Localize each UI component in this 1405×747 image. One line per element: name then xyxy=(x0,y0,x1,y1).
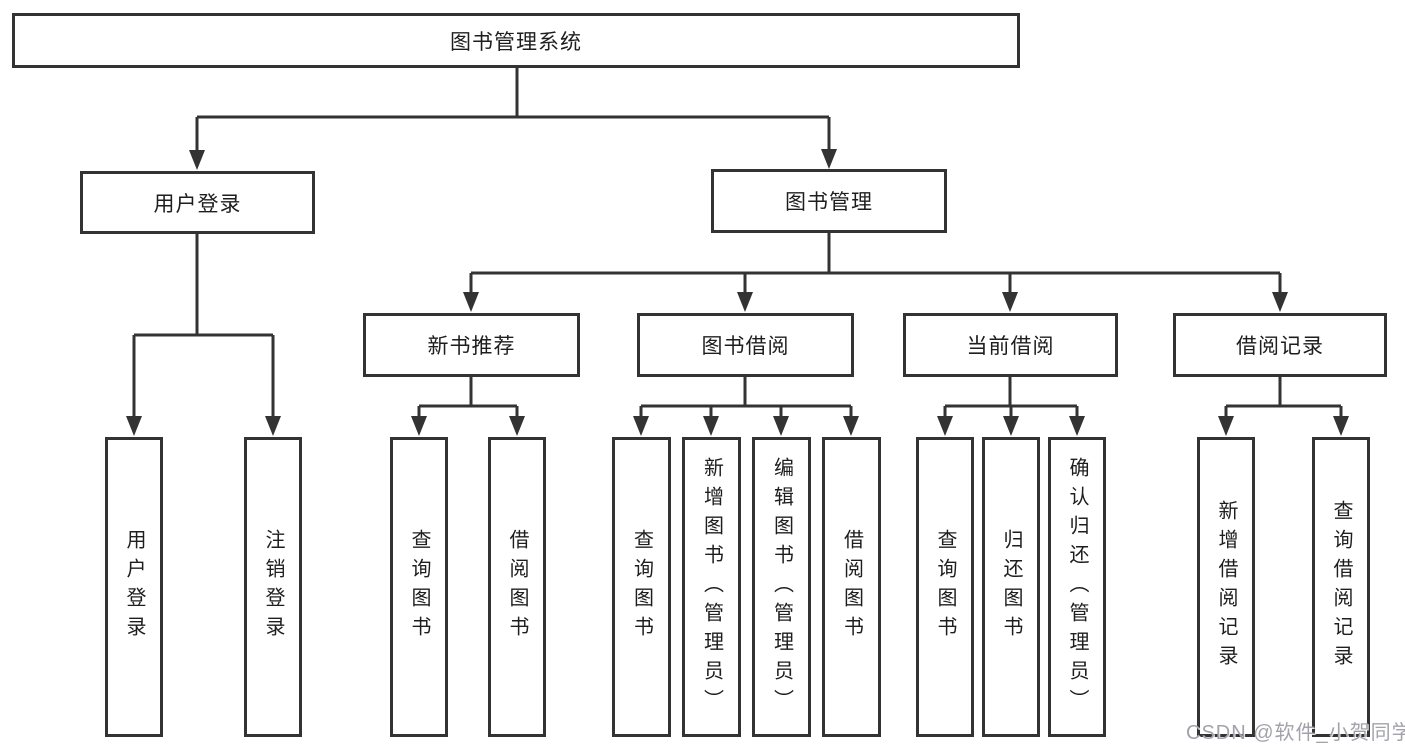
node-label: 查询图书 xyxy=(408,529,430,645)
connector-new-book-recommend-children xyxy=(411,377,525,436)
arrow-down-icon xyxy=(509,416,525,436)
arrow-down-icon xyxy=(773,416,789,436)
node-query-books-2: 查询图书 xyxy=(612,437,671,737)
connector-root-to-level2 xyxy=(189,68,837,170)
node-label: 借阅图书 xyxy=(506,529,528,645)
node-label: 编辑图书（管理员） xyxy=(770,456,793,718)
arrow-down-icon xyxy=(189,150,205,170)
node-query-borrow-record: 查询借阅记录 xyxy=(1312,437,1370,737)
node-label: 借阅记录 xyxy=(1236,335,1324,358)
arrow-down-icon xyxy=(1333,416,1349,436)
arrow-down-icon xyxy=(265,416,281,436)
node-borrowing-records: 借阅记录 xyxy=(1173,313,1387,377)
node-new-book-recommend: 新书推荐 xyxy=(363,313,580,377)
node-label: 图书管理 xyxy=(785,191,873,214)
node-add-books-admin: 新增图书（管理员） xyxy=(682,437,741,737)
arrow-down-icon xyxy=(937,416,953,436)
arrow-down-icon xyxy=(411,416,427,436)
arrow-down-icon xyxy=(1003,416,1019,436)
arrow-down-icon xyxy=(633,416,649,436)
connector-current-borrowing-children xyxy=(937,377,1085,436)
node-label: 查询图书 xyxy=(630,529,653,645)
node-logout: 注销登录 xyxy=(244,437,302,737)
arrow-down-icon xyxy=(843,416,859,436)
node-library-management-system: 图书管理系统 xyxy=(12,13,1020,68)
node-label: 新书推荐 xyxy=(427,335,516,358)
node-label: 借阅图书 xyxy=(840,529,863,645)
arrow-down-icon xyxy=(1272,292,1288,312)
arrow-down-icon xyxy=(126,416,142,436)
node-label: 当前借阅 xyxy=(966,335,1055,358)
node-book-borrowing: 图书借阅 xyxy=(637,313,854,377)
node-user-login: 用户登录 xyxy=(80,171,315,234)
arrow-down-icon xyxy=(1002,292,1018,312)
node-query-books-3: 查询图书 xyxy=(916,437,974,737)
node-label: 注销登录 xyxy=(262,529,284,645)
node-current-borrowing: 当前借阅 xyxy=(903,313,1118,377)
arrow-down-icon xyxy=(463,292,479,312)
node-label: 归还图书 xyxy=(1000,529,1022,645)
arrow-down-icon xyxy=(737,292,753,312)
node-label: 图书借阅 xyxy=(701,335,790,358)
watermark: CSDN @软件_小贺同学 xyxy=(1186,722,1405,744)
node-label: 新增图书（管理员） xyxy=(700,456,723,718)
node-confirm-return-admin: 确认归还（管理员） xyxy=(1048,437,1106,737)
arrow-down-icon xyxy=(821,149,837,169)
node-label: 新增借阅记录 xyxy=(1215,500,1237,674)
node-book-management: 图书管理 xyxy=(711,169,947,233)
node-user-login-leaf: 用户登录 xyxy=(105,437,163,737)
connector-user-login-children xyxy=(126,234,281,436)
connector-book-management-children xyxy=(463,233,1288,312)
arrow-down-icon xyxy=(1218,416,1234,436)
arrow-down-icon xyxy=(1069,416,1085,436)
node-label: 查询图书 xyxy=(934,529,956,645)
node-label: 图书管理系统 xyxy=(450,30,582,54)
connector-borrowing-records-children xyxy=(1218,377,1349,436)
node-query-books-1: 查询图书 xyxy=(390,437,448,737)
node-borrow-books-2: 借阅图书 xyxy=(822,437,881,737)
node-label: 查询借阅记录 xyxy=(1330,500,1352,674)
node-add-borrow-record: 新增借阅记录 xyxy=(1197,437,1255,737)
node-return-books: 归还图书 xyxy=(982,437,1040,737)
node-borrow-books-1: 借阅图书 xyxy=(488,437,546,737)
node-edit-books-admin: 编辑图书（管理员） xyxy=(752,437,811,737)
arrow-down-icon xyxy=(703,416,719,436)
connector-book-borrowing-children xyxy=(633,377,859,436)
node-label: 确认归还（管理员） xyxy=(1066,456,1088,718)
node-label: 用户登录 xyxy=(153,192,242,216)
node-label: 用户登录 xyxy=(123,529,145,645)
